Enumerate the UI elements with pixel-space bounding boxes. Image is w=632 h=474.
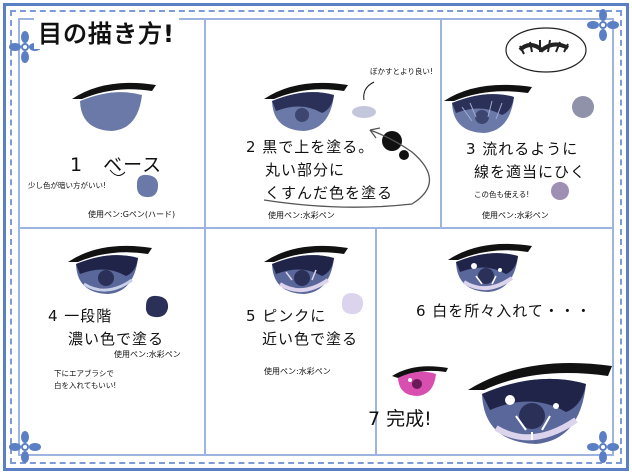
step-2-label-1: 2 黒で上を塗る。	[246, 138, 375, 156]
eye-illustration-step5	[264, 245, 348, 294]
inner-border	[18, 18, 614, 456]
step-1-note: 少し色が暗い方がいい!	[28, 181, 107, 190]
flower-ornament-icon	[587, 9, 619, 41]
step-4-label-2: 濃い色で塗る	[68, 330, 165, 348]
divider-h	[18, 227, 614, 229]
swatch-purple	[551, 182, 569, 200]
step-4-label-1: 4 一段階	[48, 307, 113, 325]
step-5-label-1: 5 ピンクに	[246, 307, 327, 325]
step-4-note-2: 白を入れてもいい!	[54, 381, 117, 390]
step-1-pen: 使用ペン:Gペン(ハード)	[88, 210, 176, 219]
step-3-label-2: 線を適当にひく	[474, 163, 587, 181]
step-2-pen: 使用ペン:水彩ペン	[268, 211, 335, 220]
divider-v3	[375, 228, 377, 456]
pink-eye-illustration	[392, 366, 448, 396]
eyelash-sketch-illustration	[505, 27, 587, 73]
final-eye-illustration	[468, 363, 612, 444]
flower-ornament-icon	[587, 431, 619, 463]
step-4-pen: 使用ペン:水彩ペン	[114, 350, 181, 359]
arrow-icon	[363, 81, 375, 101]
flower-ornament-icon	[9, 31, 41, 63]
flower-ornament-icon	[9, 431, 41, 463]
eye-illustration-base	[72, 82, 156, 131]
divider-v1	[204, 18, 206, 456]
page-title: 目の描き方!	[34, 14, 179, 49]
swatch-blur	[352, 106, 376, 118]
swatch-lavender	[341, 293, 364, 315]
arrow-icon	[109, 169, 126, 176]
dashed-border	[10, 10, 622, 464]
step-1-label: 1 ベース	[70, 154, 163, 176]
eye-illustration-step6	[448, 243, 532, 292]
divider-v2	[440, 18, 442, 228]
step-2-note: ぼかすとより良い!	[370, 67, 433, 76]
step-2-label-3: くすんだ色を塗る	[265, 184, 394, 202]
outer-border	[3, 3, 629, 471]
step-3-note: この色も使える!	[474, 190, 530, 199]
eye-illustration-step3	[444, 84, 532, 133]
curved-arrow-icon	[263, 127, 430, 208]
swatch-black	[382, 131, 409, 160]
eye-illustration-step4	[68, 245, 152, 294]
step-5-pen: 使用ペン:水彩ペン	[264, 367, 331, 376]
step-4-note-1: 下にエアブラシで	[54, 369, 114, 378]
step-2-label-2: 丸い部分に	[265, 161, 346, 179]
step-7-label: 7 完成!	[368, 408, 432, 430]
step-3-label-1: 3 流れるように	[466, 140, 579, 158]
swatch-base	[136, 174, 159, 198]
swatch-navy	[145, 295, 169, 318]
eye-illustration-step2	[264, 82, 348, 131]
step-6-label: 6 白を所々入れて・・・	[416, 302, 592, 320]
step-5-label-2: 近い色で塗る	[262, 330, 359, 348]
swatch-grey	[572, 96, 594, 118]
step-3-pen: 使用ペン:水彩ペン	[482, 211, 549, 220]
